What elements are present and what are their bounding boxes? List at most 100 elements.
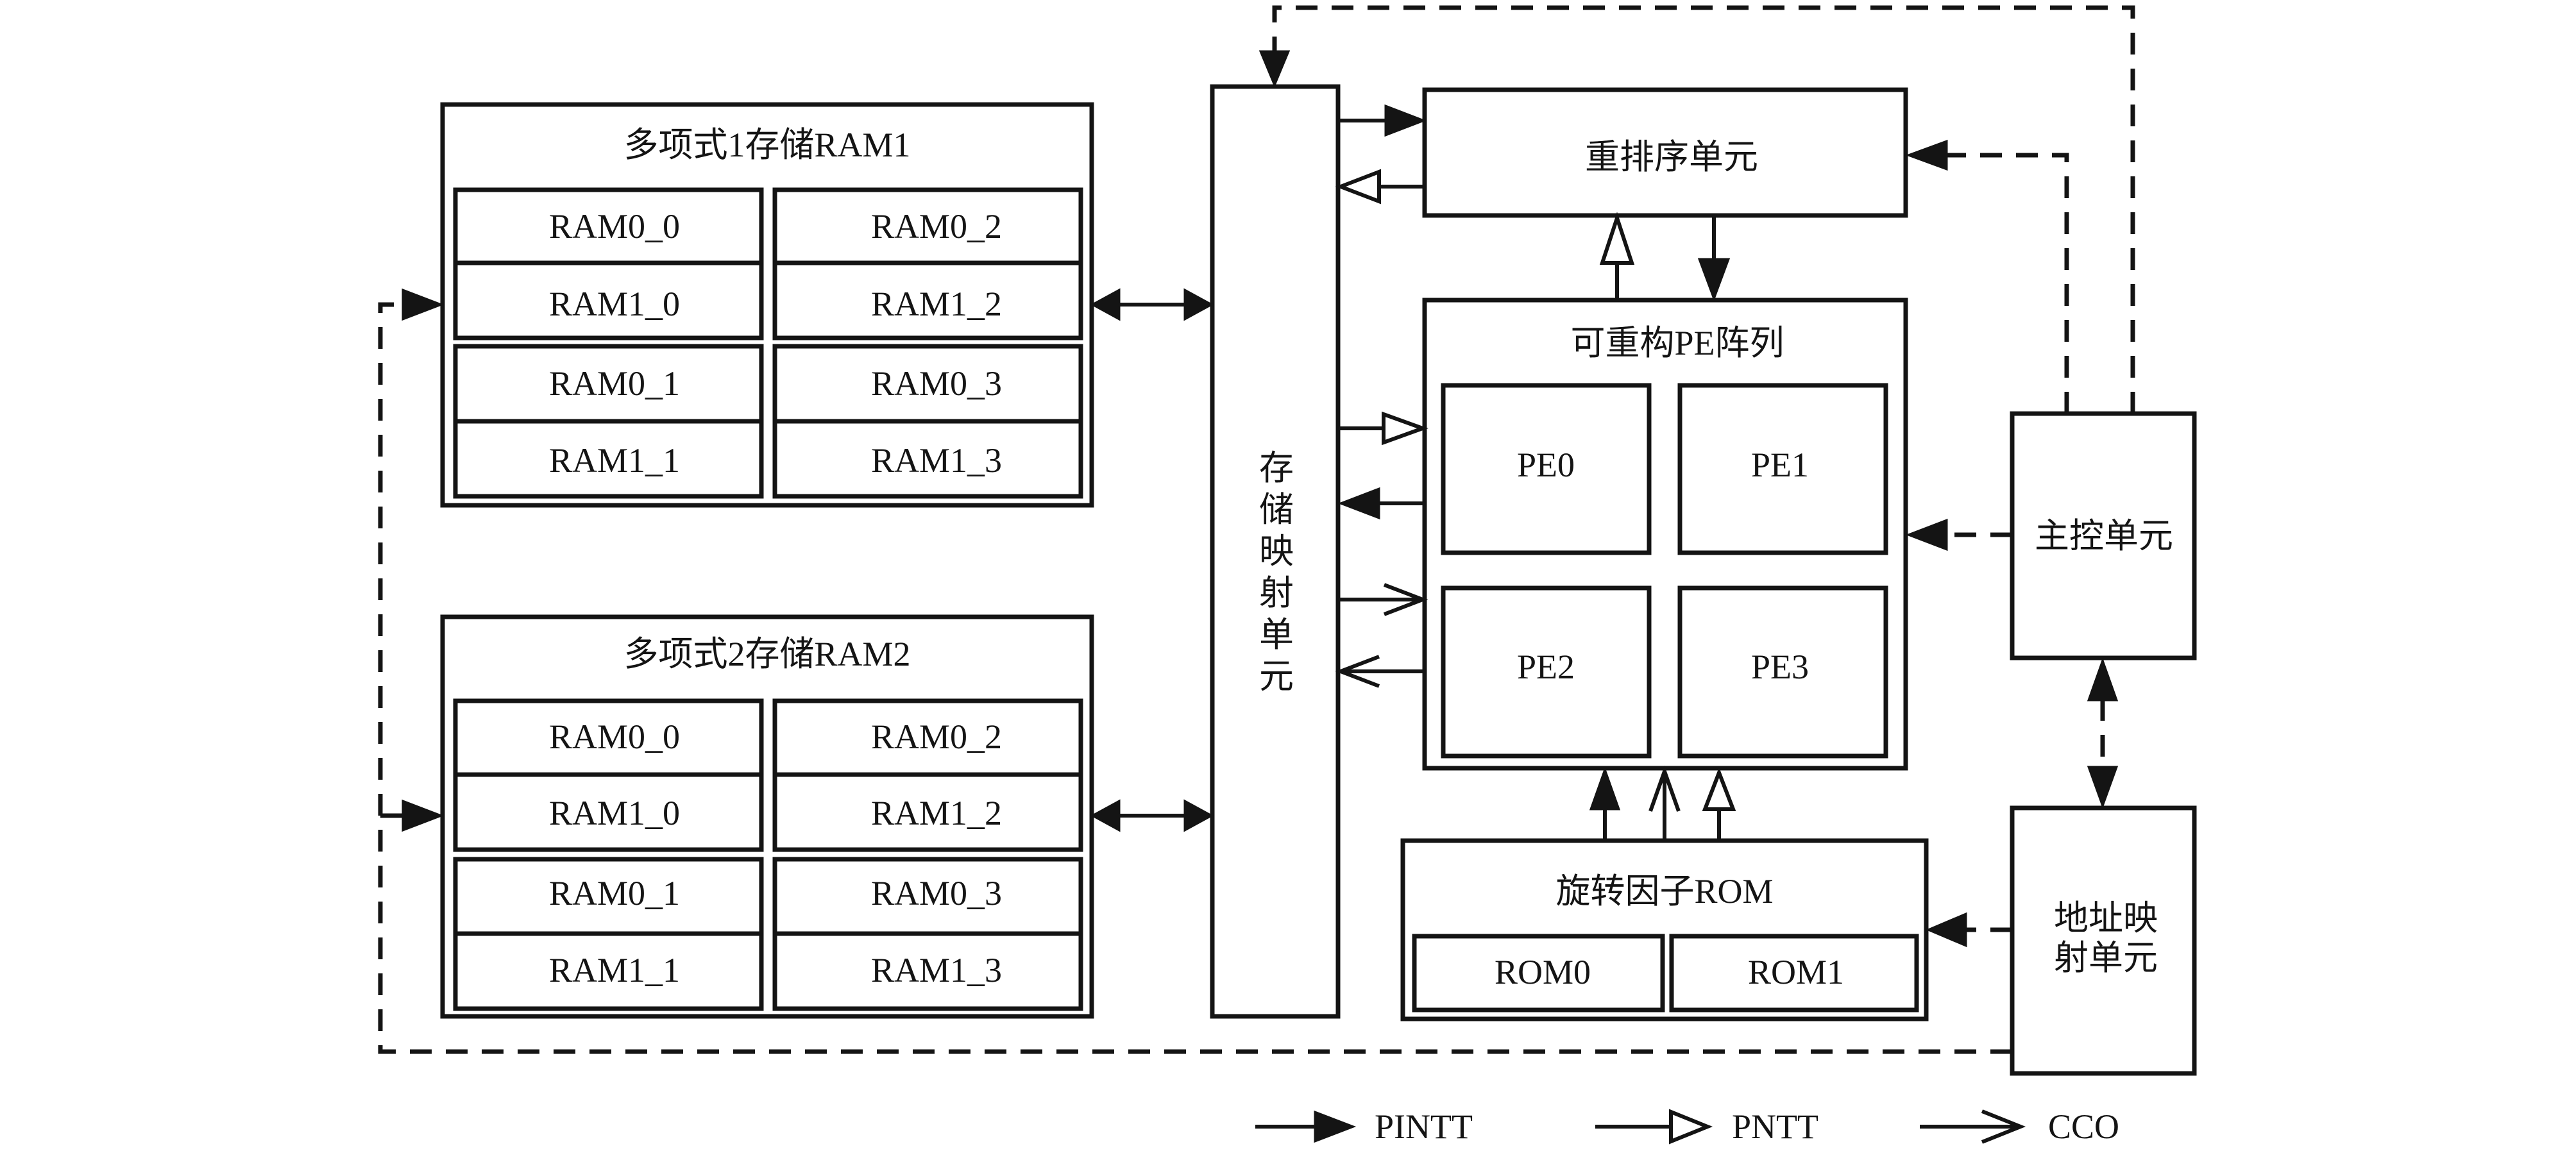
ram1-cell-label: RAM0_0: [549, 207, 680, 246]
main-control-box: [2010, 411, 2197, 660]
ram1-cell: [772, 260, 1083, 340]
storage-mapping-label-char: 存: [1259, 449, 1294, 487]
ram2-storage-bidirectional-arrow: [1090, 799, 1214, 832]
reorder-to-storage-pntt-arrow: [1335, 169, 1424, 205]
rom-to-pe-pintt-arrow: [1589, 766, 1621, 841]
pe-cell: [1441, 585, 1652, 759]
storage-mapping-label-char: 单: [1259, 616, 1294, 654]
ram1-cell-label: RAM1_3: [871, 441, 1002, 480]
ram2-cell: [772, 698, 1083, 777]
pe-to-storage-cco-arrow: [1335, 655, 1424, 688]
arrowhead-down-icon: [2087, 766, 2119, 809]
main-control-unit: 主控单元: [2010, 411, 2197, 660]
pe-cell-label: PE3: [1751, 648, 1809, 686]
rom-cell-label: ROM0: [1495, 953, 1591, 991]
address-mapping-label-line2: 射单元: [2054, 939, 2158, 977]
ram2-cell-label: RAM0_1: [549, 874, 680, 912]
address-mapping-box: [2010, 805, 2197, 1076]
hollow-triangle-arrow-icon: [1669, 1109, 1713, 1145]
ram2-cell: [453, 698, 764, 777]
address-mapping-label-line1: 地址映: [2054, 899, 2158, 937]
ram1-cell: [772, 419, 1083, 499]
hollow-arrowhead-icon: [1335, 169, 1381, 205]
ram1-cell-label: RAM1_0: [549, 285, 680, 323]
hollow-arrowhead-icon: [1702, 767, 1736, 811]
address-mapping-unit: 地址映 射单元: [2010, 805, 2197, 1076]
filled-arrowhead-icon: [1384, 104, 1427, 137]
ram2-block: 多项式2存储RAM2 RAM0_0 RAM0_2 RAM1_0 RAM1_2 R…: [440, 614, 1094, 1019]
ram1-title: 多项式1存储RAM1: [623, 126, 910, 164]
ram1-cell-label: RAM0_1: [549, 364, 680, 403]
legend-label: CCO: [2048, 1107, 2119, 1146]
storage-to-pe-pntt-arrow: [1339, 411, 1428, 446]
legend-label: PNTT: [1732, 1107, 1818, 1146]
open-arrowhead-icon: [1648, 766, 1681, 812]
ram2-cell-label: RAM1_2: [871, 794, 1002, 832]
rom-title: 旋转因子ROM: [1555, 872, 1773, 911]
ram1-cell: [453, 260, 764, 340]
storage-mapping-box: [1210, 84, 1341, 1019]
filled-arrowhead-icon: [1697, 258, 1731, 302]
reorder-to-pe-pintt-arrow: [1697, 215, 1731, 302]
rom-cell-label: ROM1: [1748, 953, 1844, 991]
pe-cell-label: PE0: [1517, 446, 1575, 484]
ram1-cell-label: RAM1_1: [549, 441, 680, 480]
ram2-cell-label: RAM1_1: [549, 951, 680, 989]
open-chevron-arrow-icon: [1981, 1109, 2026, 1144]
arrowhead-right-icon: [1183, 799, 1214, 832]
filled-arrowhead-icon: [1926, 912, 1967, 948]
rom-cell: [1412, 934, 1665, 1012]
pe-array-title: 可重构PE阵列: [1570, 324, 1784, 362]
control-to-reorder-dashed-arrow: [1905, 139, 2069, 414]
pe-to-storage-pintt-arrow: [1337, 487, 1424, 520]
hollow-arrowhead-icon: [1382, 411, 1428, 446]
reorder-unit-box: [1422, 87, 1908, 218]
pe-array: 可重构PE阵列 PE0 PE1 PE2 PE3: [1422, 298, 1908, 771]
twiddle-rom: 旋转因子ROM ROM0 ROM1: [1400, 838, 1929, 1021]
open-arrowhead-icon: [1335, 655, 1380, 688]
reorder-unit: 重排序单元: [1422, 87, 1908, 218]
control-address-bidirectional-dashed-arrow: [2087, 657, 2119, 809]
filled-arrowhead-icon: [402, 288, 445, 321]
pe-to-reorder-pntt-arrow: [1599, 212, 1635, 299]
storage-mapping-label-char: 映: [1259, 532, 1294, 571]
reorder-unit-label: 重排序单元: [1585, 138, 1758, 176]
control-to-pe-dashed-arrow: [1905, 518, 2012, 551]
storage-mapping-label-char: 元: [1259, 657, 1294, 696]
ram2-cell: [772, 857, 1083, 936]
pe-cell: [1677, 383, 1888, 555]
arrowhead-left-icon: [1090, 799, 1121, 832]
main-control-label: 主控单元: [2035, 517, 2173, 555]
ram2-cell: [772, 772, 1083, 852]
filled-arrowhead-icon: [1905, 139, 1948, 171]
ram1-block: 多项式1存储RAM1 RAM0_0 RAM0_2 RAM1_0 RAM1_2 R…: [440, 102, 1094, 508]
ram2-cell-label: RAM0_2: [871, 718, 1002, 756]
ram2-cell-label: RAM1_0: [549, 794, 680, 832]
legend-label: PINTT: [1375, 1107, 1473, 1146]
pe-cell: [1677, 585, 1888, 759]
ram1-cell-label: RAM1_2: [871, 285, 1002, 323]
ram1-cell-label: RAM0_3: [871, 364, 1002, 403]
rom-to-pe-cco-arrow: [1648, 766, 1681, 841]
pe-cell: [1441, 383, 1652, 555]
ram2-cell: [453, 772, 764, 852]
filled-arrowhead-icon: [1337, 487, 1380, 520]
filled-arrowhead-icon: [1905, 518, 1948, 551]
ram2-cell-label: RAM0_3: [871, 874, 1002, 912]
pe-cell-label: PE2: [1517, 648, 1575, 686]
open-arrowhead-icon: [1383, 583, 1428, 616]
filled-arrowhead-icon: [1589, 766, 1621, 811]
filled-arrowhead-icon: [1258, 50, 1291, 88]
ram2-cell: [772, 931, 1083, 1011]
storage-mapping-label-char: 射: [1259, 574, 1294, 612]
legend: PINTT PNTT CCO: [1255, 1107, 2119, 1146]
arrowhead-up-icon: [2087, 657, 2119, 702]
arrowhead-left-icon: [1090, 288, 1121, 321]
legend-item-pntt: PNTT: [1595, 1107, 1818, 1146]
storage-to-reorder-pintt-arrow: [1339, 104, 1427, 137]
control-to-storage-dashed-arrow: [1258, 5, 2135, 414]
rom-cell: [1669, 934, 1919, 1012]
storage-mapping-unit: 存 储 映 射 单 元: [1210, 84, 1341, 1019]
ram2-title: 多项式2存储RAM2: [623, 635, 910, 673]
filled-arrow-icon: [1314, 1110, 1357, 1143]
